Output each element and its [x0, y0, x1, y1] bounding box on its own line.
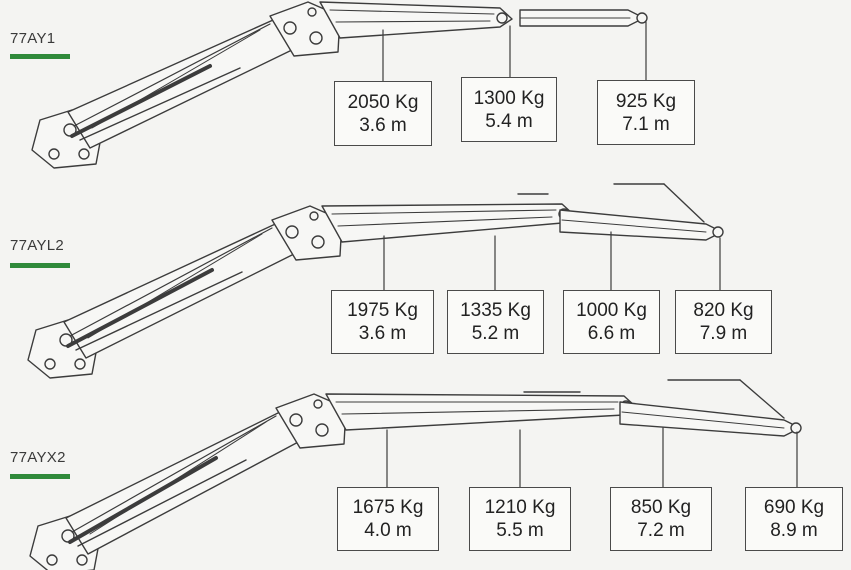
pivot-pin [289, 413, 303, 427]
pivot-pin [309, 31, 323, 45]
model-label-77ay1: 77AY1 [10, 30, 56, 47]
load-value: 1335 Kg [460, 300, 531, 321]
pivot-pin [78, 148, 90, 160]
lift-cylinder [66, 268, 214, 348]
model-underline [10, 263, 70, 268]
reach-value: 4.0 m [364, 520, 412, 541]
tip-pin [712, 226, 724, 238]
boom-edge [335, 20, 491, 23]
pivot-pin [44, 358, 56, 370]
pivot-pin [285, 225, 299, 239]
load-value: 690 Kg [763, 497, 825, 518]
tip-pin [496, 12, 508, 24]
boom-edge [561, 219, 707, 233]
pivot-pin [315, 423, 329, 437]
reach-value: 5.5 m [496, 520, 544, 541]
pivot-pin [46, 554, 58, 566]
pivot-pin [307, 7, 317, 17]
load-value: 850 Kg [630, 497, 692, 518]
reach-value: 3.6 m [359, 114, 407, 136]
model-underline [10, 54, 70, 59]
tip-pin [790, 422, 802, 434]
load-value: 820 Kg [693, 300, 754, 321]
hydraulic-line [89, 421, 267, 535]
lift-cylinder-rod [75, 271, 243, 351]
load-value: 1975 Kg [347, 300, 418, 321]
reach-value: 7.1 m [622, 113, 670, 135]
lift-cylinder-rod [77, 459, 247, 547]
hose-bracket [663, 183, 705, 223]
boom-edge [69, 227, 273, 337]
load-value: 925 Kg [615, 90, 677, 112]
reach-value: 5.4 m [485, 110, 533, 132]
pivot-pin [48, 148, 60, 160]
pivot-pin [311, 235, 325, 249]
load-value: 1300 Kg [473, 87, 545, 109]
reach-value: 7.9 m [699, 323, 748, 344]
reach-value: 7.2 m [637, 520, 685, 541]
boom-edge [71, 415, 277, 533]
boom-edge [73, 23, 271, 127]
lift-cylinder [70, 64, 212, 138]
main-boom [65, 407, 303, 555]
load-value: 1000 Kg [576, 300, 647, 321]
pivot-pin [309, 211, 319, 221]
model-label-77ayl2: 77AYL2 [10, 237, 65, 254]
outer-boom [321, 203, 575, 243]
load-value: 1675 Kg [352, 497, 424, 518]
extension-boom [559, 209, 723, 241]
reach-value: 5.2 m [471, 323, 520, 344]
tip-pin [636, 12, 648, 24]
main-boom [63, 219, 299, 359]
hose-bracket [739, 379, 785, 419]
extension-boom [619, 401, 801, 437]
reach-value: 6.6 m [587, 323, 636, 344]
boom-edge [341, 408, 615, 415]
model-label-77ayx2: 77AYX2 [10, 449, 66, 466]
reach-value: 8.9 m [770, 520, 818, 541]
boom-edge [329, 9, 495, 15]
pivot-pin [74, 358, 86, 370]
boom-edge [331, 209, 557, 215]
reach-value: 3.6 m [358, 323, 407, 344]
boom-edge [337, 216, 553, 227]
pivot-pin [76, 554, 88, 566]
outer-boom [325, 393, 637, 431]
outer-boom [319, 1, 513, 39]
pivot-pin [313, 399, 323, 409]
pivot-pin [283, 21, 297, 35]
hydraulic-line [87, 233, 263, 339]
boom-edge [621, 411, 785, 429]
lift-cylinder-rod [79, 67, 241, 141]
hydraulic-line [91, 29, 261, 129]
model-underline [10, 474, 70, 479]
load-value: 1210 Kg [484, 497, 556, 518]
load-value: 2050 Kg [347, 91, 419, 113]
